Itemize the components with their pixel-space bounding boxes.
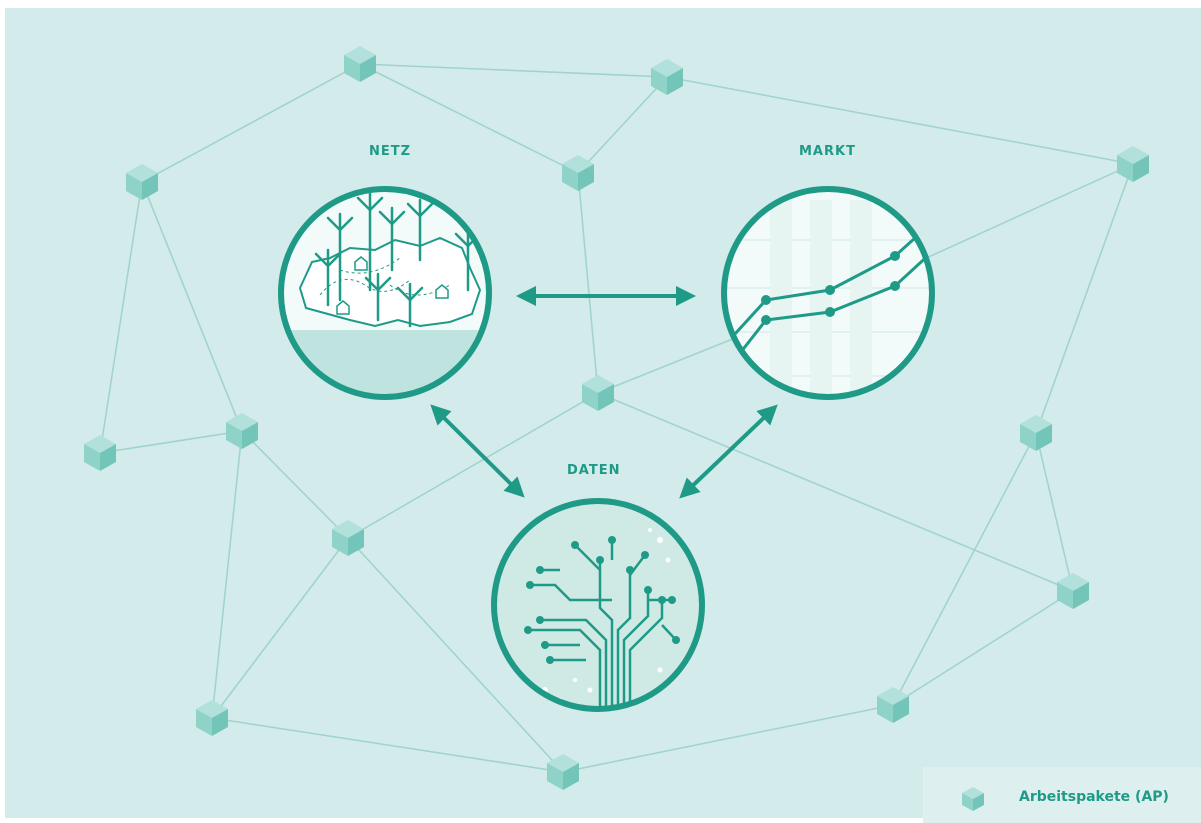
daten-label: DATEN	[567, 463, 621, 478]
cube-icon	[877, 687, 909, 723]
cube-icon	[226, 413, 258, 449]
netz-circle	[278, 186, 492, 400]
netz-daten-arrow	[430, 404, 525, 498]
connection-arrows	[430, 286, 778, 499]
daten-circle	[491, 498, 705, 712]
cube-icon	[962, 787, 984, 811]
diagram-canvas: NETZ MARKT DATEN	[5, 8, 1201, 818]
netz-label: NETZ	[369, 144, 412, 159]
wind-turbine-icon	[314, 192, 482, 328]
markt-circle	[721, 186, 935, 400]
legend: Arbeitspakete (AP)	[923, 767, 1201, 823]
markt-label: MARKT	[799, 144, 856, 159]
cube-icon	[344, 46, 376, 82]
legend-label: Arbeitspakete (AP)	[1019, 789, 1169, 805]
cube-icon	[84, 435, 116, 471]
network-diagram	[84, 46, 1149, 790]
markt-daten-arrow	[679, 404, 778, 499]
cube-icon	[582, 375, 614, 411]
cube-icon	[1117, 146, 1149, 182]
cube-icon	[126, 164, 158, 200]
cube-icon	[1020, 415, 1052, 451]
house-icon	[336, 256, 449, 315]
cube-icon	[1057, 573, 1089, 609]
cube-icon	[196, 700, 228, 736]
